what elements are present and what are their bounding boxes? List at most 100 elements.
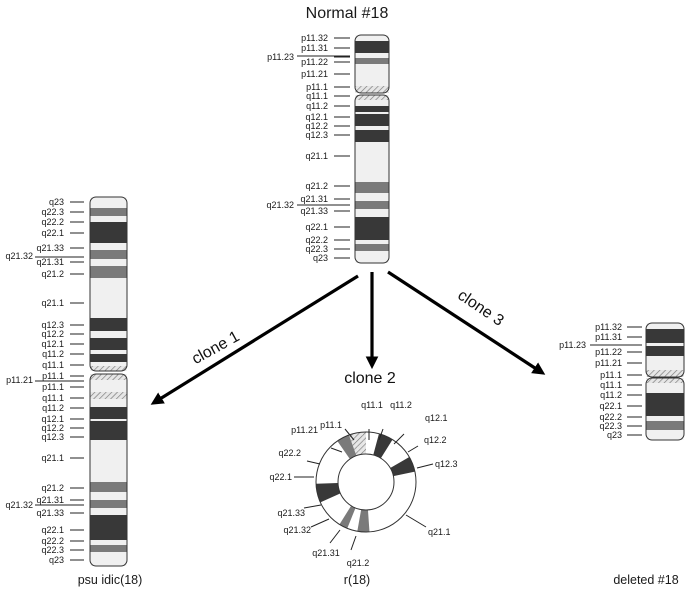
idic-band-16 bbox=[90, 500, 127, 508]
psu-idic-chromosome: q23q22.3q22.2q22.1q21.33q21.31q21.2q21.1… bbox=[5, 196, 128, 567]
label-idic-26: q22.3 bbox=[41, 545, 64, 555]
label-idic-left-0: q21.32 bbox=[5, 251, 33, 261]
label-idic-20: q21.1 bbox=[41, 453, 64, 463]
label-ring-9: q21.33 bbox=[277, 508, 305, 518]
label-ring-8: q22.1 bbox=[269, 472, 292, 482]
idic-band-1 bbox=[90, 208, 127, 216]
label-idic-10: q12.1 bbox=[41, 339, 64, 349]
label-deleted-p11.23: p11.23 bbox=[559, 340, 586, 350]
label-ring-0: p11.1 bbox=[320, 420, 342, 430]
normal-band-12 bbox=[355, 244, 389, 251]
label-ring-2: q11.2 bbox=[390, 400, 412, 410]
normal-band-5 bbox=[355, 95, 389, 100]
del-band-7 bbox=[646, 421, 684, 430]
label-deleted-q23: q23 bbox=[607, 430, 622, 440]
normal-band-11 bbox=[355, 217, 389, 240]
normal-band-1 bbox=[355, 41, 389, 53]
label-idic-6: q21.2 bbox=[41, 269, 64, 279]
label-normal-q23: q23 bbox=[313, 253, 328, 263]
label-idic-14: p11.1 bbox=[42, 382, 64, 392]
ring-tick-10 bbox=[310, 518, 330, 528]
caption-ring: r(18) bbox=[344, 573, 370, 587]
figure-title: Normal #18 bbox=[306, 5, 389, 22]
ring-tick-11 bbox=[405, 514, 427, 528]
normal-band-8 bbox=[355, 130, 389, 142]
label-ring-10: q21.32 bbox=[283, 525, 311, 535]
normal-band-3 bbox=[355, 86, 389, 93]
del-band-6 bbox=[646, 393, 684, 416]
label-idic-8: q12.3 bbox=[41, 320, 64, 330]
label-normal-q11.2: q11.2 bbox=[306, 101, 328, 111]
label-normal-q21.31: q21.31 bbox=[300, 194, 328, 204]
label-normal-q12.3: q12.3 bbox=[305, 130, 328, 140]
idic-band-8 bbox=[90, 366, 127, 371]
label-normal-p11.22: p11.22 bbox=[301, 57, 328, 67]
label-deleted-p11.21: p11.21 bbox=[595, 358, 622, 368]
normal-chromosome: p11.32 p11.31 p11.23 p11.22 p11.21 p11.1… bbox=[266, 33, 390, 264]
label-normal-p11.21: p11.21 bbox=[301, 69, 328, 79]
idic-band-3 bbox=[90, 250, 127, 259]
label-normal-q21.2: q21.2 bbox=[305, 181, 328, 191]
label-normal-p11.31: p11.31 bbox=[301, 43, 328, 53]
ring-tick-4 bbox=[330, 447, 343, 453]
ring-band-5 bbox=[390, 457, 415, 477]
label-normal-p11.23: p11.23 bbox=[267, 52, 294, 62]
label-idic-13: p11.1 bbox=[42, 371, 64, 381]
label-ring-13: q21.2 bbox=[347, 558, 370, 568]
normal-band-10 bbox=[355, 201, 389, 209]
label-idic-27: q23 bbox=[49, 555, 64, 565]
arrow-clone-1 bbox=[150, 274, 359, 405]
label-normal-q21.32: q21.32 bbox=[266, 200, 294, 210]
label-ring-6: q22.2 bbox=[278, 448, 301, 458]
label-ring-3: q12.1 bbox=[425, 413, 448, 423]
label-deleted-q11.2: q11.2 bbox=[600, 390, 622, 400]
label-ring-1: q11.1 bbox=[361, 400, 383, 410]
label-idic-left-1: p11.21 bbox=[6, 375, 33, 385]
label-normal-p11.1: p11.1 bbox=[306, 82, 328, 92]
clone-1-label: clone 1 bbox=[189, 328, 242, 368]
label-idic-11: q11.2 bbox=[42, 349, 64, 359]
idic-band-15 bbox=[90, 482, 127, 492]
idic-band-14 bbox=[90, 429, 127, 440]
label-idic-5: q21.31 bbox=[36, 257, 64, 267]
label-idic-9: q12.2 bbox=[41, 329, 64, 339]
label-deleted-p11.1: p11.1 bbox=[600, 370, 622, 380]
label-idic-22: q21.31 bbox=[36, 495, 64, 505]
label-normal-q21.33: q21.33 bbox=[300, 206, 328, 216]
label-ring-7: q12.3 bbox=[435, 459, 458, 469]
label-deleted-p11.22: p11.22 bbox=[595, 347, 622, 357]
label-idic-left-2: q21.32 bbox=[5, 500, 33, 510]
label-idic-23: q21.33 bbox=[36, 508, 64, 518]
ring-tick-12 bbox=[329, 529, 341, 544]
label-deleted-q11.1: q11.1 bbox=[600, 380, 622, 390]
label-normal-q21.1: q21.1 bbox=[305, 151, 328, 161]
caption-deleted: deleted #18 bbox=[613, 573, 678, 587]
arrow-clone-3 bbox=[387, 270, 546, 375]
ring-band-7 bbox=[339, 505, 356, 529]
label-idic-7: q21.1 bbox=[41, 298, 64, 308]
label-normal-p11.32: p11.32 bbox=[301, 33, 328, 43]
label-idic-16: q11.2 bbox=[42, 403, 64, 413]
ring-tick-6 bbox=[306, 460, 321, 465]
label-ring-11: q21.1 bbox=[428, 527, 451, 537]
label-normal-q22.3: q22.3 bbox=[305, 244, 328, 254]
label-idic-24: q22.1 bbox=[41, 525, 64, 535]
ring-band-3 bbox=[362, 432, 366, 455]
ring-tick-3 bbox=[393, 433, 405, 445]
idic-band-10 bbox=[90, 374, 127, 380]
arrows bbox=[150, 270, 546, 405]
idic-band-7 bbox=[90, 354, 127, 362]
clone-2-label: clone 2 bbox=[344, 370, 396, 387]
idic-band-13 bbox=[90, 421, 127, 429]
label-idic-25: q22.2 bbox=[41, 536, 64, 546]
del-band-2 bbox=[646, 346, 684, 356]
ring-tick-7 bbox=[416, 463, 434, 469]
label-deleted-q22.1: q22.1 bbox=[599, 401, 622, 411]
label-idic-0: q23 bbox=[49, 197, 64, 207]
idic-band-5 bbox=[90, 318, 127, 331]
label-ring-5: q12.2 bbox=[424, 435, 447, 445]
ring-tick-13 bbox=[350, 535, 357, 551]
ring-band-9 bbox=[337, 435, 357, 460]
